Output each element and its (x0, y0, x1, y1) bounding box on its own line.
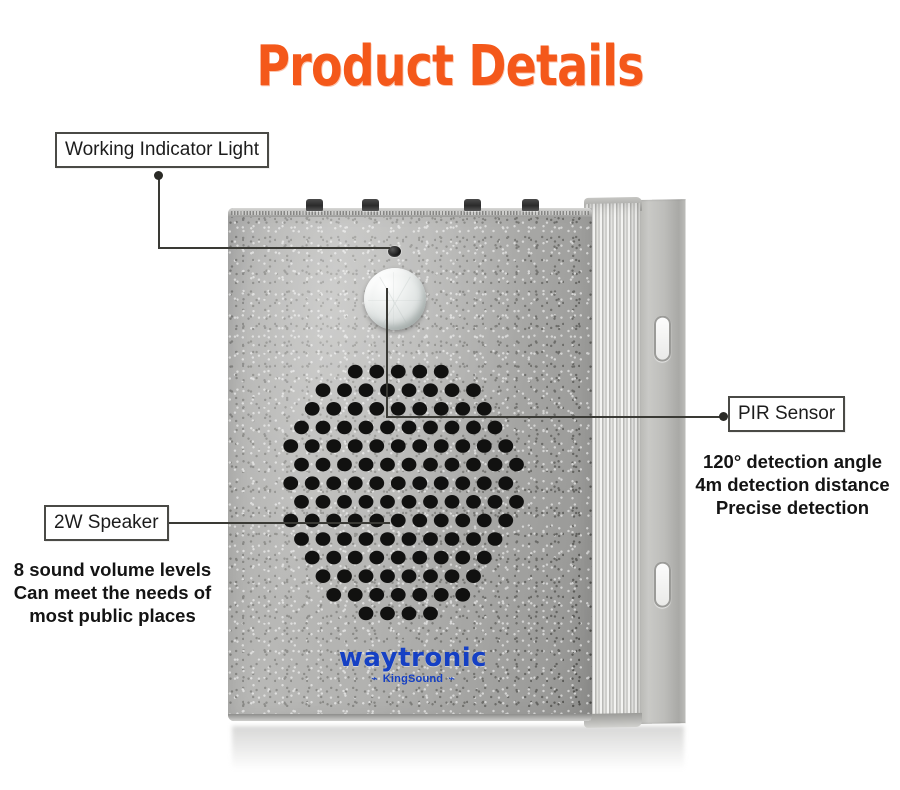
mounting-bracket (638, 199, 686, 724)
product-device-image: waytronic ⌁ KingSound ⌁ (228, 196, 686, 730)
pir-detail-line-3: Precise detection (715, 497, 870, 518)
brand-logo: waytronic ⌁ KingSound ⌁ (318, 645, 508, 685)
heat-sink-fins (584, 202, 640, 724)
speaker-detail-line-3: most public places (29, 605, 196, 626)
working-indicator-led (388, 246, 401, 257)
leader-line-pir-vertical (386, 288, 388, 418)
callout-label-pir-sensor: PIR Sensor (738, 403, 836, 424)
leader-line-speaker (158, 522, 390, 524)
wave-mark-left-icon: ⌁ (370, 673, 378, 685)
leader-dot-pir (719, 412, 728, 421)
bracket-slot-hole-top (654, 315, 671, 362)
pir-sensor-dome (364, 268, 426, 330)
device-top-edge (228, 208, 592, 217)
speaker-detail-line-1: 8 sound volume levels (13, 559, 212, 580)
page-title: Product Details (256, 34, 644, 99)
speaker-grille (283, 364, 524, 621)
top-button-4[interactable] (522, 199, 539, 211)
device-front-face: waytronic ⌁ KingSound ⌁ (228, 208, 592, 721)
device-bottom-edge (228, 714, 592, 721)
device-reflection (232, 726, 684, 778)
leader-line-indicator-vertical (158, 175, 160, 248)
brand-tagline-row: ⌁ KingSound ⌁ (318, 674, 508, 685)
pir-detail-line-2: 4m detection distance (695, 474, 890, 495)
description-pir-sensor: 120° detection angle 4m detection distan… (690, 450, 895, 519)
top-button-2[interactable] (362, 199, 379, 211)
top-button-3[interactable] (464, 199, 481, 211)
wave-mark-right-icon: ⌁ (448, 673, 456, 685)
heat-sink-bottom-cap (584, 712, 642, 728)
leader-line-pir-horizontal (386, 416, 724, 418)
brand-name: waytronic (338, 643, 488, 673)
top-button-1[interactable] (306, 199, 323, 211)
callout-label-working-indicator-light: Working Indicator Light (65, 139, 259, 160)
callout-working-indicator-light: Working Indicator Light (55, 132, 269, 168)
leader-line-indicator-horizontal (158, 247, 390, 249)
callout-2w-speaker: 2W Speaker (44, 505, 169, 541)
pir-detail-line-1: 120° detection angle (702, 451, 883, 472)
callout-label-2w-speaker: 2W Speaker (54, 512, 159, 533)
speaker-detail-line-2: Can meet the needs of (13, 582, 212, 603)
brand-tagline: KingSound (382, 673, 444, 685)
leader-dot-indicator (154, 171, 163, 180)
bracket-slot-hole-bottom (654, 561, 671, 608)
callout-pir-sensor: PIR Sensor (728, 396, 846, 432)
description-2w-speaker: 8 sound volume levels Can meet the needs… (10, 558, 215, 627)
